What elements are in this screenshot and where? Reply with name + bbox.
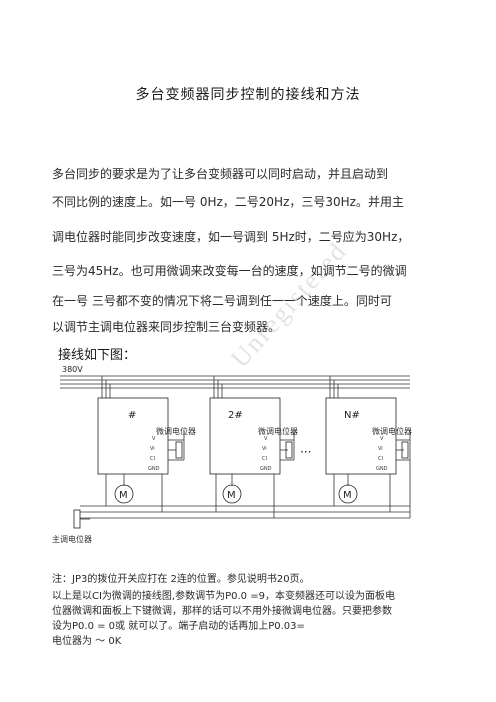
note-line: 以上是以CI为微调的接线图,参数调节为P0.0 =9，本变频器还可以设为面板电 — [52, 591, 395, 602]
terminal-label: CI — [262, 456, 267, 462]
drive-unit-2 — [209, 376, 295, 518]
motor-label: M — [227, 490, 236, 501]
diagram-heading: 接线如下图： — [58, 348, 137, 363]
terminal-label: GND — [260, 466, 272, 472]
motor-label: M — [343, 490, 352, 501]
paragraph-line: 调电位器时能同步改变速度，如一号调到 5Hz时，二号应为30Hz， — [52, 230, 410, 244]
page-title: 多台变频器同步控制的接线和方法 — [135, 87, 361, 103]
terminal-label: CI — [150, 456, 155, 462]
paragraph-line: 以调节主调电位器来同步控制三台变频器。 — [52, 320, 281, 334]
paragraph-line: 三号为45Hz。也可用微调来改变每一台的速度，如调节二号的微调 — [52, 264, 407, 278]
fine-pot-label: 微调电位器 — [372, 426, 412, 436]
main-potentiometer — [73, 509, 90, 529]
paragraph-line: 不同比例的速度上。如一号 0Hz，二号20Hz，三号30Hz。并用主 — [52, 195, 404, 209]
unit-label: N# — [344, 410, 360, 421]
fine-pot-label: 微调电位器 — [156, 426, 196, 436]
ellipsis: ··· — [300, 445, 311, 459]
terminal-label: CI — [378, 456, 383, 462]
terminal-label: Vi — [150, 446, 155, 452]
note-line: 电位器为 ～ 0K — [52, 636, 122, 647]
terminal-label: V — [380, 436, 384, 442]
drive-unit-1 — [97, 376, 185, 512]
main-pot-label: 主调电位器 — [52, 534, 92, 544]
terminal-label: V — [264, 436, 268, 442]
terminal-label: GND — [376, 466, 388, 472]
note-line: 注：JP3的拨位开关应打在 2连的位置。参见说明书20页。 — [52, 574, 310, 585]
terminal-label: V — [152, 436, 156, 442]
paragraph-line: 在一号 三号都不变的情况下将二号调到任一一个速度上。同时可 — [52, 294, 392, 308]
fine-pot-label: 微调电位器 — [258, 426, 298, 436]
note-line: 设为P0.0 = 0或 就可以了。端子启动的话再加上P0.03= — [52, 621, 305, 632]
motor-label: M — [119, 490, 128, 501]
terminal-label: GND — [148, 466, 160, 472]
supply-label: 380V — [62, 365, 83, 374]
unit-label: 2# — [228, 410, 243, 421]
unit-label: # — [128, 410, 136, 421]
drive-unit-n — [325, 376, 411, 518]
note-line: 位器微调和面板上下键微调，那样的话可以不用外接微调电位器。只要把参数 — [52, 606, 392, 617]
terminal-label: Vi — [378, 446, 383, 452]
paragraph-line: 多台同步的要求是为了让多台变频器可以同时启动，并且启动到 — [52, 167, 389, 181]
terminal-label: Vi — [262, 446, 267, 452]
